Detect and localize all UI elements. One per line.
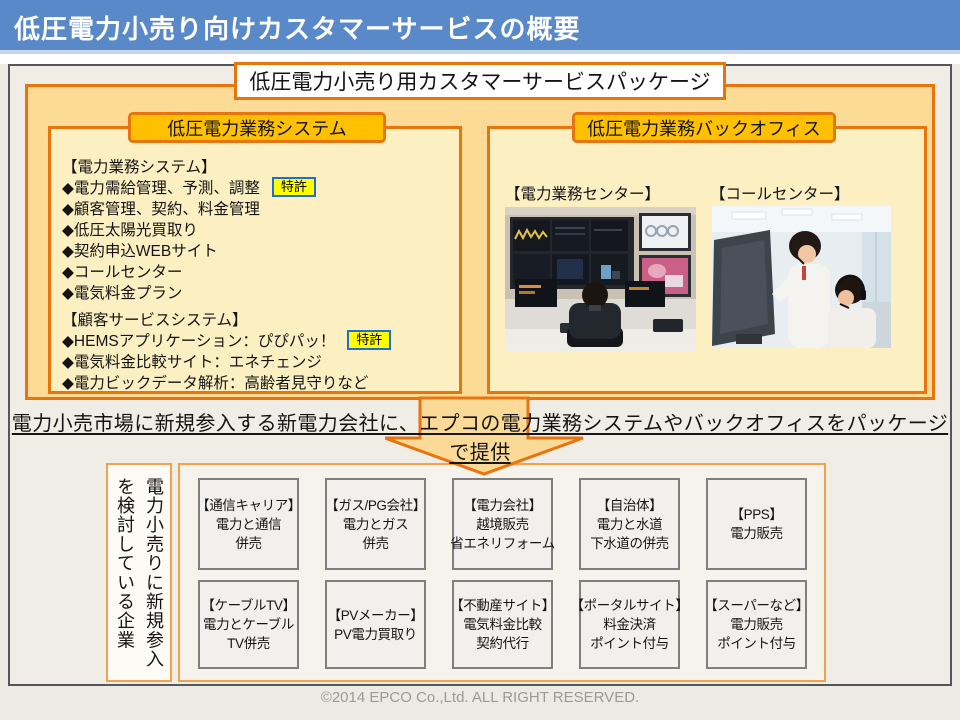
company-category: 【自治体】	[596, 497, 663, 513]
side-monitors	[639, 213, 691, 297]
section-heading: 【顧客サービスシステム】	[62, 311, 248, 329]
prospect-label: 電力小売りに新規参入を検討している企業	[115, 477, 164, 669]
company-category: 【通信キャリア】	[196, 497, 301, 513]
list-item: ◆低圧太陽光買取り	[62, 221, 198, 239]
call-center-photo	[712, 206, 891, 348]
monitor-back	[712, 230, 775, 346]
company-desc: 電力とガス 併売	[342, 516, 409, 551]
list-item: ◆コールセンター	[62, 263, 183, 281]
power-center-photo	[505, 207, 696, 351]
operator-person	[567, 282, 623, 347]
company-category: 【スーパーなど】	[704, 598, 809, 613]
patent-badge: 特許	[347, 329, 392, 350]
company-box: 【自治体】 電力と水道 下水道の併売	[579, 478, 680, 570]
call-center-label: 【コールセンター】	[710, 186, 850, 203]
list-item-text: ◆電力需給管理、予測、調整	[62, 179, 260, 197]
company-category: 【電力会社】	[463, 497, 542, 513]
standing-agent	[772, 231, 830, 348]
company-category: 【PPS】	[730, 507, 783, 522]
company-box: 【電力会社】 越境販売 省エネリフォーム	[450, 478, 555, 570]
list-item: ◆HEMSアプリケーション：ぴぴパッ！ 特許	[62, 329, 454, 350]
down-arrow	[385, 396, 584, 476]
company-desc: 料金決済 ポイント付与	[590, 617, 669, 651]
monitor-wall	[510, 217, 634, 289]
companies-row-1: 【通信キャリア】 電力と通信 併売 【ガス/PG会社】 電力とガス 併売 【電力…	[196, 478, 807, 570]
company-category: 【PVメーカー】	[327, 607, 424, 623]
company-desc: 電力販売 ポイント付与	[717, 617, 796, 651]
section-heading: 【電力業務システム】	[62, 158, 217, 176]
list-item: ◆電気料金比較サイト：エネチェンジ	[62, 353, 322, 371]
company-category: 【ガス/PG会社】	[325, 497, 426, 513]
copyright-footer: ©2014 EPCO Co.,Ltd. ALL RIGHT RESERVED.	[320, 689, 640, 706]
company-box: 【PVメーカー】 PV電力買取り	[325, 580, 426, 669]
seated-agent	[828, 274, 876, 348]
slide-header-bar: 低圧電力小売り向けカスタマーサービスの概要	[0, 0, 960, 50]
list-item-text: ◆HEMSアプリケーション：ぴぴパッ！	[62, 332, 336, 350]
package-title-box: 低圧電力小売り用カスタマーサービスパッケージ	[234, 62, 726, 100]
company-desc: 電力と通信 併売	[215, 516, 282, 551]
company-box: 【ガス/PG会社】 電力とガス 併売	[325, 478, 426, 570]
company-box: 【スーパーなど】 電力販売 ポイント付与	[704, 580, 809, 669]
companies-row-2: 【ケーブルTV】 電力とケーブル TV併売 【PVメーカー】 PV電力買取り 【…	[198, 580, 809, 669]
company-desc: PV電力買取り	[334, 626, 417, 642]
company-box: 【不動産サイト】 電気料金比較 契約代行	[450, 580, 555, 669]
company-box: 【ポータルサイト】 料金決済 ポイント付与	[571, 580, 689, 669]
power-center-label: 【電力業務センター】	[505, 186, 661, 203]
header-gap	[0, 54, 960, 64]
company-desc: 越境販売 省エネリフォーム	[450, 516, 555, 551]
company-box: 【通信キャリア】 電力と通信 併売	[196, 478, 301, 570]
company-category: 【不動産サイト】	[450, 598, 555, 613]
company-desc: 電力販売	[730, 526, 783, 541]
company-desc: 電力と水道 下水道の併売	[590, 516, 669, 551]
list-item: ◆電気料金プラン	[62, 284, 183, 302]
list-item: ◆電力需給管理、予測、調整 特許	[62, 176, 454, 197]
company-desc: 電気料金比較 契約代行	[463, 617, 542, 651]
list-item: ◆契約申込WEBサイト	[62, 242, 218, 260]
company-category: 【ポータルサイト】	[570, 598, 689, 613]
company-box: 【PPS】 電力販売	[706, 478, 807, 570]
system-feature-list: 【電力業務システム】 ◆電力需給管理、予測、調整 特許 ◆顧客管理、契約、料金管…	[62, 155, 454, 392]
prospect-label-box: 電力小売りに新規参入を検討している企業	[106, 463, 172, 682]
company-category: 【ケーブルTV】	[201, 598, 296, 613]
list-item: ◆電力ビックデータ解析：高齢者見守りなど	[62, 374, 369, 392]
slide-title: 低圧電力小売り向けカスタマーサービスの概要	[14, 14, 581, 44]
header-accent-strip	[0, 50, 960, 54]
provide-message: 電力小売市場に新規参入する新電力会社に、エプコの電力業務システムやバックオフィス…	[11, 413, 949, 464]
patent-badge: 特許	[271, 176, 316, 197]
backoffice-box-tab: 低圧電力業務バックオフィス	[572, 112, 836, 143]
company-desc: 電力とケーブル TV併売	[203, 617, 294, 651]
company-box: 【ケーブルTV】 電力とケーブル TV併売	[198, 580, 299, 669]
list-item: ◆顧客管理、契約、料金管理	[62, 200, 260, 218]
system-box-tab: 低圧電力業務システム	[128, 112, 386, 143]
